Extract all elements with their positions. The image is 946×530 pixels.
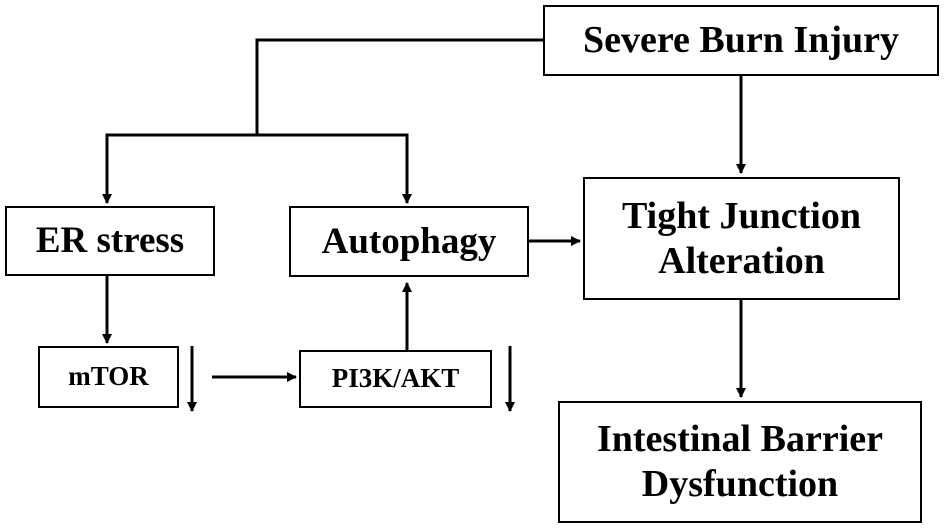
node-mtor-label: mTOR xyxy=(68,361,149,392)
node-autophagy: Autophagy xyxy=(289,206,529,277)
arrow-branch-to-autophagy xyxy=(257,133,412,204)
node-pi3k-akt-label: PI3K/AKT xyxy=(331,363,460,394)
node-intestinal-barrier-line1: Intestinal Barrier xyxy=(596,418,883,461)
node-er-stress: ER stress xyxy=(5,206,215,276)
node-autophagy-label: Autophagy xyxy=(321,220,497,262)
node-pi3k-akt: PI3K/AKT xyxy=(299,350,492,408)
node-severe-burn-injury: Severe Burn Injury xyxy=(543,5,939,76)
node-severe-burn-injury-label: Severe Burn Injury xyxy=(583,19,899,62)
arrow-branch-to-er-stress xyxy=(102,133,257,204)
node-intestinal-barrier-dysfunction: Intestinal Barrier Dysfunction xyxy=(558,401,922,523)
connector-burn-to-branch xyxy=(255,38,545,135)
node-intestinal-barrier-line2: Dysfunction xyxy=(641,463,839,505)
node-mtor: mTOR xyxy=(38,346,179,408)
node-er-stress-label: ER stress xyxy=(35,220,185,262)
node-tight-junction-line1: Tight Junction xyxy=(622,194,861,237)
node-tight-junction-line2: Alteration xyxy=(658,239,825,282)
node-tight-junction-alteration: Tight Junction Alteration xyxy=(583,177,900,300)
